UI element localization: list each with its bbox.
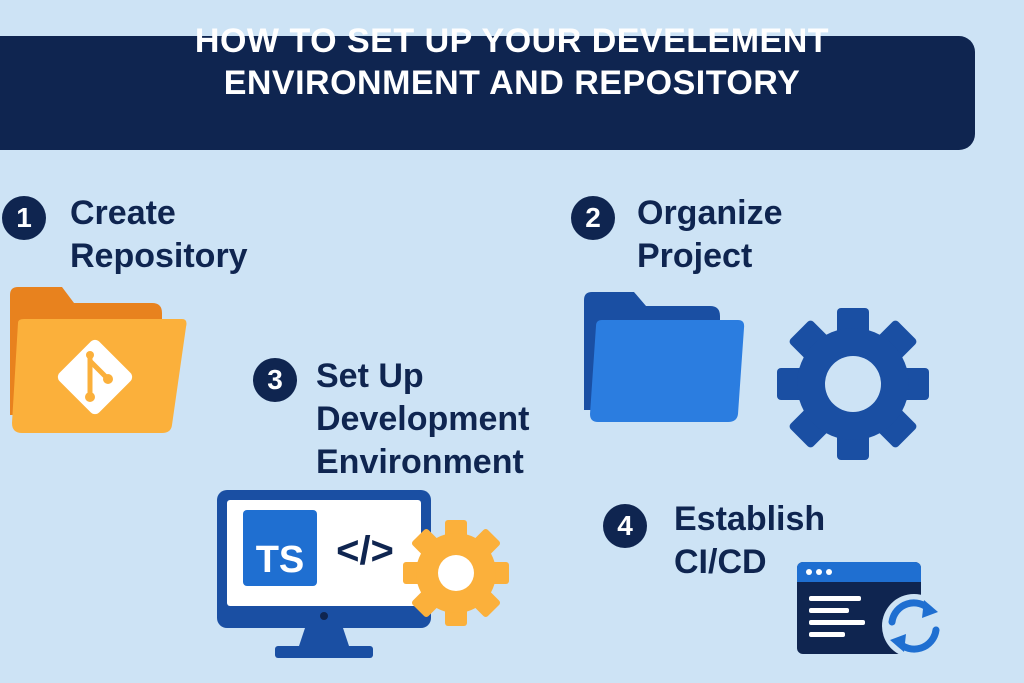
step-3-label-line-3: Environment <box>316 443 524 481</box>
step-4-label-line-2: CI/CD <box>674 543 767 581</box>
step-2-label-line-2: Project <box>637 237 753 275</box>
page-title: HOW TO SET UP YOUR DEVELEMENT ENVIRONMEN… <box>0 20 1024 104</box>
step-1-label-line-1: Create <box>70 194 176 232</box>
step-2-label-line-1: Organize <box>637 194 783 232</box>
blue-folder-icon <box>584 292 745 422</box>
title-line-2: ENVIRONMENT AND REPOSITORY <box>223 64 801 102</box>
step-3-label-line-2: Development <box>316 400 530 438</box>
small-gear-icon <box>403 520 509 626</box>
step-1-label-line-2: Repository <box>70 237 248 275</box>
step-1-label: Create Repository <box>70 192 248 278</box>
step-3-label-line-1: Set Up <box>316 357 424 395</box>
step-3-badge: 3 <box>253 358 297 402</box>
code-brackets-text: </> <box>336 529 394 573</box>
ts-badge-text: TS <box>256 539 305 581</box>
step-4-label-line-1: Establish <box>674 500 826 538</box>
step-2-badge: 2 <box>571 196 615 240</box>
title-line-1: HOW TO SET UP YOUR DEVELEMENT <box>194 22 830 60</box>
gear-icon <box>777 308 929 460</box>
step-4-badge: 4 <box>603 504 647 548</box>
step-3-label: Set Up Development Environment <box>316 355 530 484</box>
title-banner <box>0 36 975 150</box>
monitor-code-icon: TS </> <box>217 490 431 658</box>
sync-icon <box>882 594 946 658</box>
step-1-badge: 1 <box>2 196 46 240</box>
step-2-label: Organize Project <box>637 192 782 278</box>
git-folder-icon <box>10 287 187 433</box>
step-4-label: Establish CI/CD <box>674 498 825 584</box>
